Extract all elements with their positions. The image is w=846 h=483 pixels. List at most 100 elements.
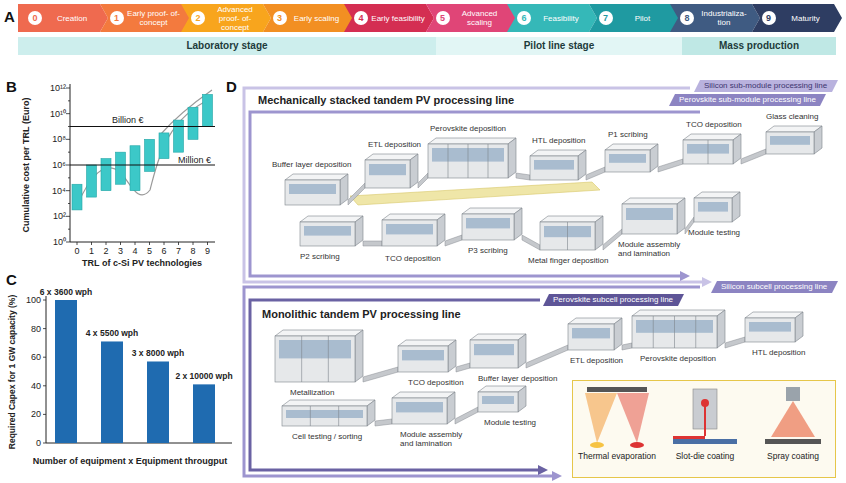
machine-window bbox=[304, 226, 351, 236]
machine-body bbox=[398, 346, 448, 372]
axis-tick bbox=[68, 229, 70, 230]
machine-divider bbox=[338, 406, 339, 426]
conveyor bbox=[348, 183, 365, 205]
machine-top bbox=[540, 216, 603, 222]
machine-window bbox=[396, 402, 443, 412]
machine-window bbox=[466, 218, 510, 228]
machine-side bbox=[795, 312, 803, 342]
tick-label: 4 bbox=[132, 246, 137, 256]
machine-side bbox=[514, 208, 522, 240]
machine-window bbox=[402, 350, 444, 360]
machine-top bbox=[392, 392, 455, 398]
capex-bar bbox=[55, 300, 77, 443]
chevron-label: Creation bbox=[44, 14, 100, 23]
tag-fill bbox=[694, 80, 838, 92]
machine-side bbox=[437, 214, 445, 246]
axis-tick bbox=[66, 113, 70, 114]
trend-curve bbox=[77, 98, 212, 206]
cost-bar bbox=[174, 120, 184, 152]
chevron-label: Early feasibility bbox=[370, 14, 426, 23]
machine-window bbox=[289, 184, 336, 194]
machine-top bbox=[632, 310, 725, 316]
equipment-label: Module assembly and lamination bbox=[400, 430, 472, 448]
cost-bar bbox=[87, 165, 97, 197]
machine-body bbox=[382, 220, 437, 246]
chevron-fill bbox=[670, 4, 760, 32]
machine-top bbox=[683, 134, 741, 140]
trl-number-circle: 7 bbox=[599, 11, 613, 25]
conveyor bbox=[526, 345, 568, 368]
axis-tick bbox=[43, 385, 46, 386]
equipment-label: Module testing bbox=[688, 228, 740, 237]
equipment-label: P2 scribing bbox=[300, 252, 340, 261]
trl-number: 7 bbox=[599, 11, 613, 25]
conveyor bbox=[658, 159, 683, 172]
machine-top bbox=[365, 154, 418, 160]
equipment-label: Metallization bbox=[290, 388, 334, 397]
chevron-fill bbox=[752, 4, 842, 32]
machine-top bbox=[745, 312, 803, 318]
flow-arrowhead bbox=[538, 465, 548, 475]
trl-chevron: Early proof- of-concept1 bbox=[100, 4, 190, 32]
technique-art bbox=[573, 381, 834, 476]
flow-line bbox=[244, 88, 702, 282]
equipment-label: Cell testing / sorting bbox=[292, 432, 362, 441]
tag-label: Silicon subcell processing line bbox=[711, 281, 837, 293]
machine-body bbox=[300, 222, 355, 246]
tick-label: 60 bbox=[31, 352, 41, 362]
axis-tick bbox=[68, 203, 70, 204]
conveyor bbox=[375, 419, 392, 426]
equipment-label: HTL deposition bbox=[752, 348, 806, 357]
machine-top bbox=[382, 214, 445, 220]
equipment-label: Perovskite deposition bbox=[430, 124, 506, 133]
equipment-label: P1 scribing bbox=[608, 130, 648, 139]
chevron-label: Advanced proof- of-concept bbox=[207, 5, 263, 32]
equipment-label: Metal finger deposition bbox=[528, 256, 609, 265]
flow-line bbox=[250, 300, 540, 470]
bar-label: 3 x 8000 wph bbox=[132, 349, 184, 359]
equipment-label: Module assembly and lamination bbox=[618, 240, 690, 258]
machine-divider bbox=[468, 144, 469, 178]
stage-band: Laboratory stage bbox=[18, 37, 436, 55]
machine-top bbox=[282, 400, 375, 406]
machine-body bbox=[428, 144, 508, 178]
tick-label: 2 bbox=[103, 246, 108, 256]
capex-bar bbox=[193, 384, 215, 443]
axis-tick bbox=[66, 242, 70, 243]
tick-label: 0 bbox=[36, 438, 41, 448]
equipment-label: TCO deposition bbox=[385, 254, 441, 263]
vapour-beam bbox=[585, 393, 617, 443]
machine-side bbox=[340, 174, 348, 205]
chevron-label: Maturity bbox=[778, 14, 834, 23]
panel-letter: A bbox=[4, 8, 15, 25]
machine-side bbox=[508, 138, 516, 178]
technique-label: Thermal evaporation bbox=[578, 451, 656, 461]
machine-top bbox=[530, 150, 586, 156]
trend-curve bbox=[160, 90, 212, 135]
trl-chevron: Industrializa- tion8 bbox=[670, 4, 760, 32]
chevron-label: Industrializa- tion bbox=[696, 9, 752, 27]
axis-tick bbox=[68, 177, 70, 178]
axis-tick bbox=[77, 242, 78, 245]
conveyor bbox=[445, 235, 462, 246]
axis-title: Number of equipment x Equipment througpu… bbox=[33, 456, 228, 466]
panel-letter: C bbox=[6, 271, 17, 288]
trl-number: 6 bbox=[517, 11, 531, 25]
machine-divider bbox=[695, 316, 696, 348]
machine-body bbox=[683, 140, 733, 164]
machine-body bbox=[766, 132, 814, 154]
line-tag: Silicon subcell processing line bbox=[711, 281, 837, 293]
axis-line bbox=[46, 296, 47, 443]
tag-label: Perovskite sub-module processing line bbox=[669, 94, 826, 106]
tag-label: Perovskite subcell processing line bbox=[543, 294, 683, 306]
conveyor bbox=[363, 241, 382, 246]
flow-arrowhead bbox=[702, 277, 712, 287]
tag-fill bbox=[669, 94, 826, 106]
trl-chevron: Pilot7 bbox=[589, 4, 679, 32]
equipment-label: Buffer layer deposition bbox=[272, 160, 351, 169]
spray-cone bbox=[771, 401, 815, 437]
axis-tick bbox=[66, 216, 70, 217]
equipment-label: Perovskite deposition bbox=[640, 354, 716, 363]
axis-tick bbox=[68, 100, 70, 101]
equipment-label: Module testing bbox=[484, 418, 536, 427]
